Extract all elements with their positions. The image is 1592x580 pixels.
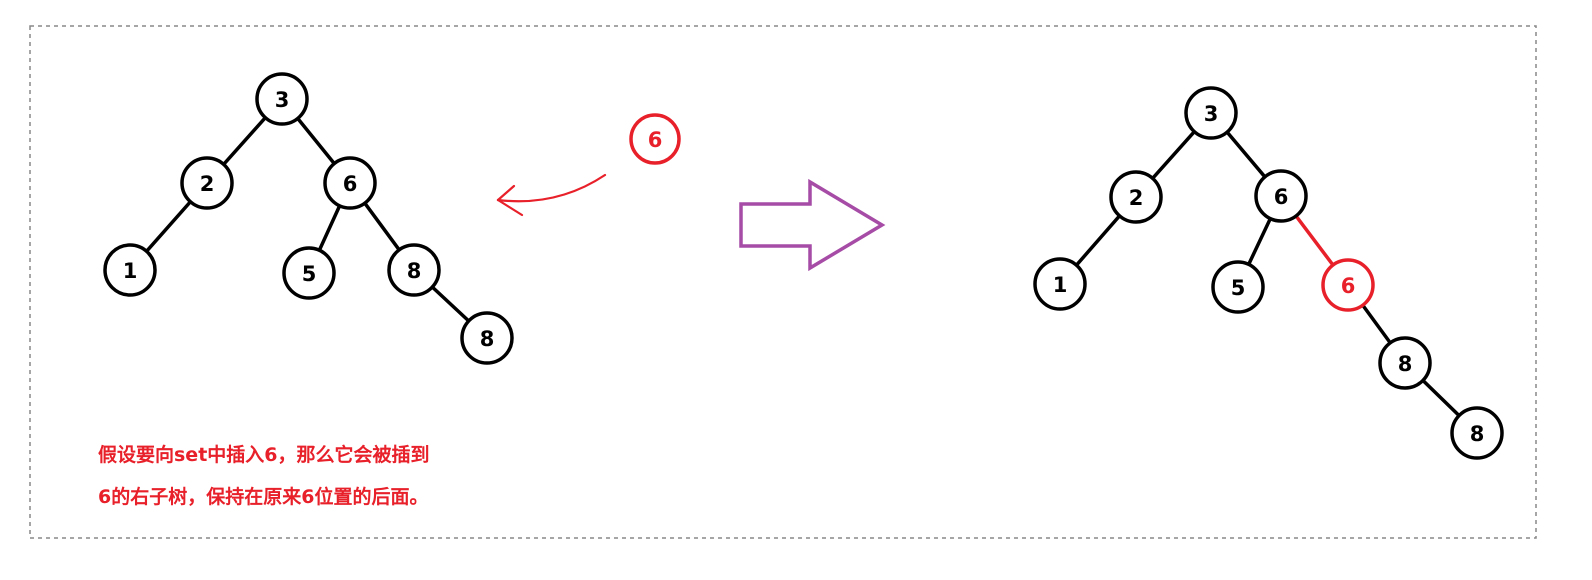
left-tree-nodes: 3 2 6 1 5 8 8 [103, 72, 514, 365]
node-label: 3 [275, 88, 290, 112]
tree-node: 5 [1211, 260, 1265, 314]
dashed-frame [29, 25, 1537, 539]
tree-node: 1 [1033, 257, 1087, 311]
node-label: 5 [302, 262, 317, 286]
node-label: 8 [1398, 352, 1413, 376]
node-label: 3 [1204, 102, 1219, 126]
node-label: 8 [407, 259, 422, 283]
tree-node-highlight: 6 [1321, 258, 1375, 312]
tree-node: 2 [1109, 170, 1163, 224]
caption-line-1: 假设要向set中插入6，那么它会被插到 [98, 444, 430, 466]
insert-arrow-icon [496, 173, 607, 217]
node-label: 8 [1470, 422, 1485, 446]
new-node-label: 6 [648, 128, 663, 152]
tree-node: 8 [460, 311, 514, 365]
node-label: 5 [1231, 276, 1246, 300]
node-label: 2 [200, 172, 215, 196]
tree-node: 3 [1184, 86, 1238, 140]
node-label: 1 [123, 259, 138, 283]
node-label: 1 [1053, 273, 1068, 297]
tree-node: 5 [282, 246, 336, 300]
new-node: 6 [629, 113, 681, 165]
tree-node: 2 [180, 156, 234, 210]
tree-node: 3 [255, 72, 309, 126]
tree-node: 6 [323, 156, 377, 210]
node-label: 6 [343, 172, 358, 196]
node-label: 6 [1274, 185, 1289, 209]
tree-node: 8 [1378, 336, 1432, 390]
tree-node: 6 [1254, 169, 1308, 223]
node-label: 8 [480, 327, 495, 351]
right-tree-nodes: 3 2 6 1 5 6 8 8 [1033, 86, 1504, 460]
tree-node: 8 [1450, 406, 1504, 460]
transform-arrow-icon [739, 178, 886, 272]
node-label: 2 [1129, 186, 1144, 210]
node-label: 6 [1341, 274, 1356, 298]
tree-node: 1 [103, 243, 157, 297]
left-tree-edges [128, 97, 489, 340]
tree-node: 8 [387, 243, 441, 297]
caption-line-2: 6的右子树，保持在原来6位置的后面。 [98, 486, 429, 508]
